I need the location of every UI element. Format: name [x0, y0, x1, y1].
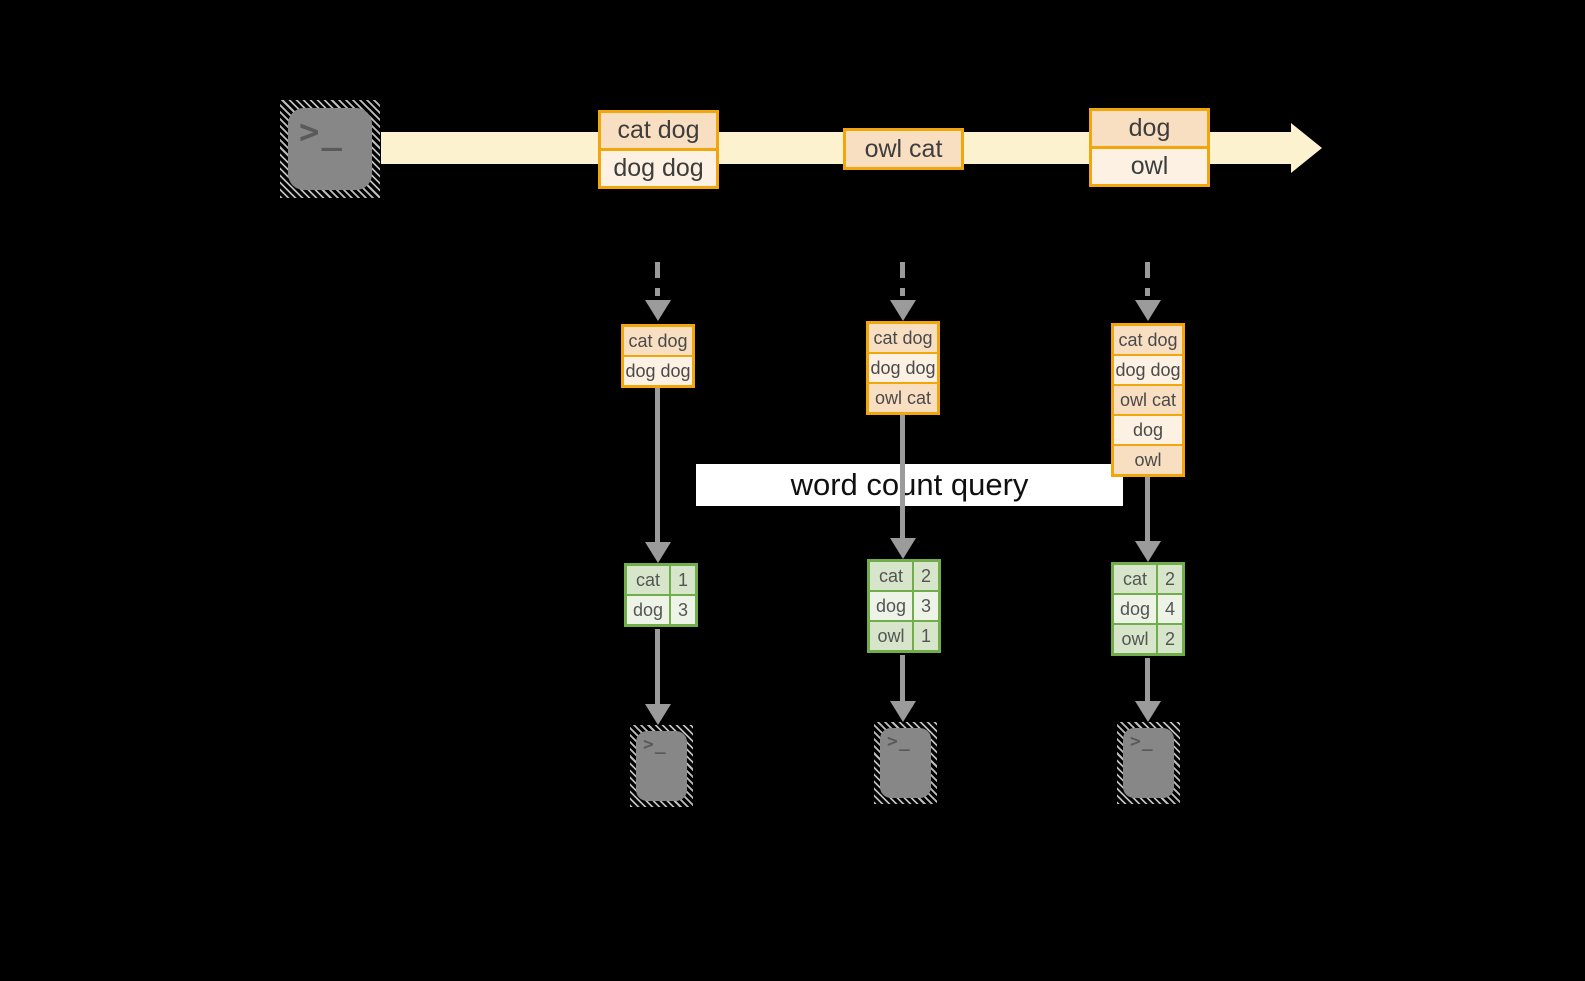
terminal-body: >_: [288, 108, 372, 190]
buffer-line: owl cat: [869, 382, 937, 412]
table-row: owl 1: [870, 620, 938, 650]
dashed-arrow-line-3: [1145, 262, 1150, 296]
terminal-prompt-glyph: >_: [643, 734, 667, 755]
event-box-1: cat dog dog dog: [598, 110, 719, 189]
output-arrow-line-1: [655, 629, 660, 705]
count-table-3: cat 2 dog 4 owl 2: [1111, 562, 1185, 656]
dashed-arrowhead-icon-1: [645, 300, 671, 321]
terminal-prompt-glyph: >_: [887, 731, 911, 752]
event-line: dog: [1092, 111, 1207, 146]
output-arrowhead-icon-2: [890, 701, 916, 722]
query-arrow-line-2: [900, 415, 905, 539]
query-arrowhead-icon-1: [645, 542, 671, 563]
terminal-prompt-glyph: >_: [299, 112, 344, 152]
terminal-body: >_: [880, 728, 931, 798]
buffer-line: cat dog: [869, 324, 937, 352]
count-cell: 2: [1156, 625, 1182, 653]
word-cell: owl: [1121, 629, 1149, 649]
dashed-arrow-line-2: [900, 262, 905, 296]
dashed-arrowhead-icon-3: [1135, 300, 1161, 321]
buffer-stack-2: cat dog dog dog owl cat: [866, 321, 940, 415]
word-cell: cat: [878, 566, 903, 586]
word-cell: dog: [632, 600, 664, 620]
word-cell: owl: [877, 626, 905, 646]
count-table-1: cat 1 dog 3: [624, 563, 698, 627]
count-table-2: cat 2 dog 3 owl 1: [867, 559, 941, 653]
word-cell: cat: [1122, 569, 1147, 589]
dashed-arrowhead-icon-2: [890, 300, 916, 321]
word-cell: dog: [1119, 599, 1151, 619]
terminal-prompt-glyph: >_: [1130, 731, 1154, 752]
buffer-line: dog dog: [869, 352, 937, 382]
word-cell: dog: [875, 596, 907, 616]
event-line: owl cat: [846, 131, 961, 167]
count-cell: 2: [1156, 565, 1182, 593]
count-cell: 1: [669, 566, 695, 594]
table-row: cat 2: [1114, 565, 1182, 593]
buffer-line: owl: [1114, 444, 1182, 474]
query-arrow-line-1: [655, 388, 660, 545]
count-cell: 3: [669, 596, 695, 624]
terminal-body: >_: [1123, 728, 1174, 798]
output-arrowhead-icon-3: [1135, 701, 1161, 722]
buffer-line: dog: [1114, 414, 1182, 444]
buffer-line: dog dog: [624, 355, 692, 385]
source-terminal-icon: >_: [280, 100, 380, 198]
buffer-line: dog dog: [1114, 354, 1182, 384]
table-row: dog 3: [870, 590, 938, 620]
output-terminal-icon-1: >_: [630, 725, 693, 807]
count-cell: 3: [912, 592, 938, 620]
count-cell: 4: [1156, 595, 1182, 623]
query-label: word count query: [696, 464, 1123, 506]
table-row: cat 1: [627, 566, 695, 594]
event-line: cat dog: [601, 113, 716, 148]
event-line: owl: [1092, 146, 1207, 184]
count-cell: 1: [912, 622, 938, 650]
output-terminal-icon-3: >_: [1117, 722, 1180, 804]
output-terminal-icon-2: >_: [874, 722, 937, 804]
table-row: owl 2: [1114, 623, 1182, 653]
query-arrowhead-icon-2: [890, 538, 916, 559]
buffer-stack-1: cat dog dog dog: [621, 324, 695, 388]
output-arrow-line-2: [900, 655, 905, 702]
count-cell: 2: [912, 562, 938, 590]
table-row: dog 4: [1114, 593, 1182, 623]
query-arrow-line-3: [1145, 477, 1150, 542]
table-row: cat 2: [870, 562, 938, 590]
output-arrowhead-icon-1: [645, 704, 671, 725]
dashed-arrow-line-1: [655, 262, 660, 296]
output-arrow-line-3: [1145, 658, 1150, 702]
event-box-2: owl cat: [843, 128, 964, 170]
buffer-line: cat dog: [1114, 326, 1182, 354]
event-line: dog dog: [601, 148, 716, 186]
buffer-line: owl cat: [1114, 384, 1182, 414]
buffer-stack-3: cat dog dog dog owl cat dog owl: [1111, 323, 1185, 477]
event-box-3: dog owl: [1089, 108, 1210, 187]
buffer-line: cat dog: [624, 327, 692, 355]
word-cell: cat: [635, 570, 660, 590]
terminal-body: >_: [636, 731, 687, 801]
query-arrowhead-icon-3: [1135, 541, 1161, 562]
event-stream-arrowhead-icon: [1291, 123, 1322, 173]
table-row: dog 3: [627, 594, 695, 624]
